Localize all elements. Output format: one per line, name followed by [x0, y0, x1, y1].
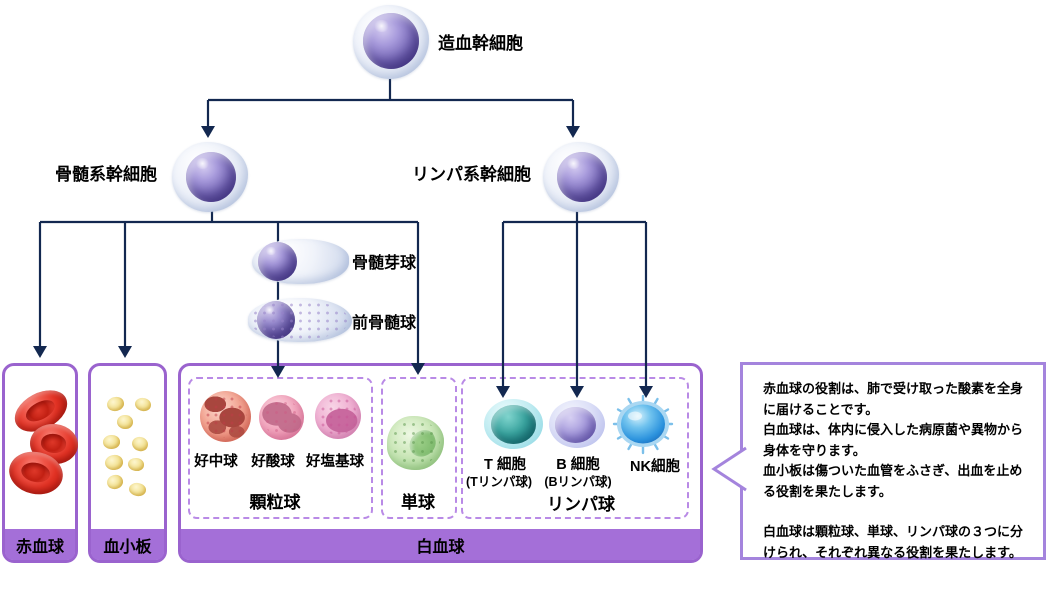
hsc-label: 造血幹細胞 — [438, 34, 523, 53]
explanation-line-rbc: 赤血球の役割は、肺で受け取った酸素を全身に届けることです。 — [763, 381, 1024, 417]
myeloid-stem-cell-illustration — [172, 142, 248, 212]
promyelocyte-label: 前骨髄球 — [352, 315, 417, 332]
platelet-illustration — [117, 415, 133, 429]
b-cell-label: B 細胞 — [556, 457, 600, 473]
t-cell-alias-label: (Tリンパ球) — [466, 475, 532, 489]
neutrophil-label: 好中球 — [194, 454, 238, 470]
b-cell-illustration — [549, 400, 605, 448]
myeloblast-label: 骨髄芽球 — [352, 255, 417, 272]
basophil-label: 好塩基球 — [306, 454, 364, 470]
cell-nucleus — [491, 405, 536, 444]
platelet-box-label: 血小板 — [91, 529, 164, 560]
cell-nucleus — [557, 152, 607, 202]
b-cell-alias-label: (Bリンパ球) — [544, 475, 612, 489]
wbc-box-label: 白血球 — [181, 529, 700, 560]
hematopoietic-stem-cell-illustration — [353, 5, 429, 79]
explanation-text: 赤血球の役割は、肺で受け取った酸素を全身に届けることです。 白血球は、体内に侵入… — [743, 365, 1043, 563]
explanation-line-wbc-types: 白血球は顆粒球、単球、リンパ球の３つに分けられ、それぞれ異なる役割を果たします。 — [763, 524, 1024, 560]
neutrophil-illustration — [200, 391, 251, 442]
cell-nucleus — [186, 152, 236, 202]
eosinophil-label: 好酸球 — [251, 454, 295, 470]
cell-nucleus — [554, 406, 597, 444]
cell-nucleus — [257, 301, 295, 339]
nk-cell-label: NK細胞 — [630, 459, 680, 475]
callout-notch — [711, 446, 747, 492]
myeloblast-illustration — [252, 239, 349, 284]
explanation-line-platelet: 血小板は傷ついた血管をふさぎ、出血を止める役割を果たします。 — [763, 463, 1023, 499]
lymphoid-stem-cell-label: リンパ系幹細胞 — [412, 165, 531, 184]
myeloid-stem-cell-label: 骨髄系幹細胞 — [55, 165, 157, 184]
promyelocyte-illustration — [248, 298, 352, 342]
explanation-callout: 赤血球の役割は、肺で受け取った酸素を全身に届けることです。 白血球は、体内に侵入… — [711, 362, 1046, 563]
eosinophil-illustration — [259, 395, 304, 440]
granulocyte-group-label: 顆粒球 — [249, 493, 301, 512]
lymphocyte-group-label: リンパ球 — [547, 495, 615, 514]
lymphoid-stem-cell-illustration — [543, 142, 619, 212]
monocyte-illustration — [387, 416, 444, 470]
nk-cell-illustration — [612, 395, 674, 455]
explanation-line-wbc: 白血球は、体内に侵入した病原菌や異物から身体を守ります。 — [763, 422, 1024, 458]
t-cell-illustration — [484, 399, 543, 449]
monocyte-label: 単球 — [401, 493, 435, 512]
t-cell-label: T 細胞 — [484, 457, 526, 473]
cell-nucleus — [258, 242, 297, 281]
cell-nucleus — [363, 13, 419, 69]
platelet-box: 血小板 — [88, 363, 167, 563]
rbc-box-label: 赤血球 — [5, 529, 75, 560]
basophil-illustration — [315, 393, 361, 439]
